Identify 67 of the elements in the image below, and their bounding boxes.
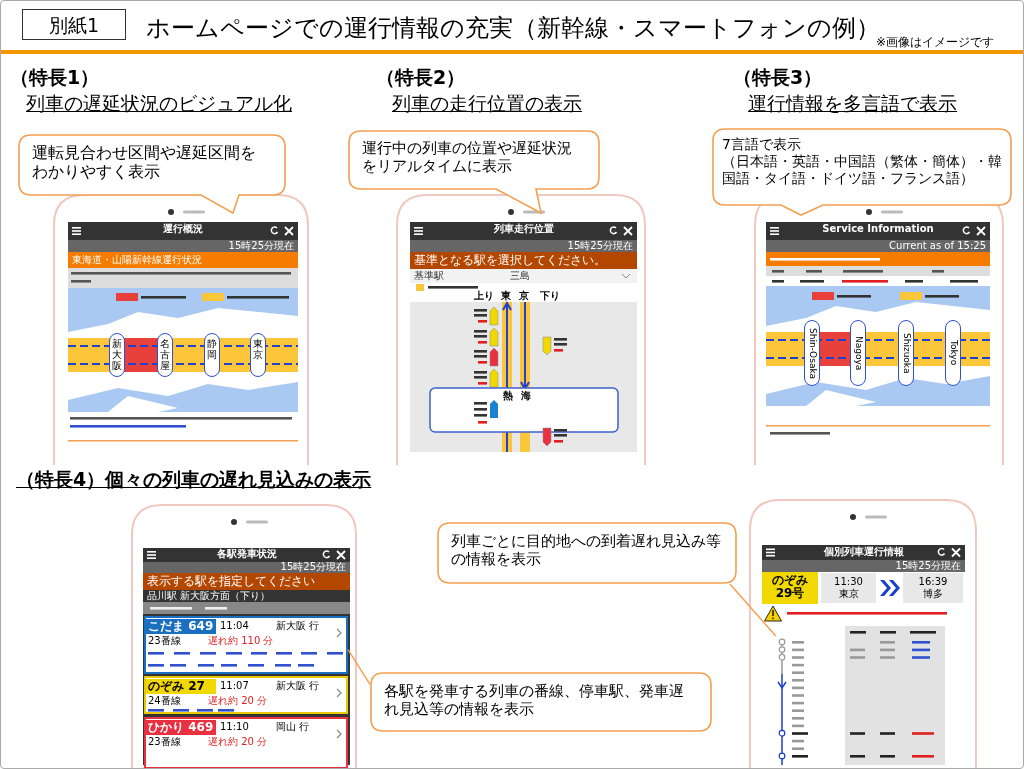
leader-line — [347, 649, 371, 685]
train-tag: ひかり 469 — [146, 720, 216, 735]
feature-heading: 列車の走行位置の表示 — [392, 92, 582, 115]
callout-text: 運行中の列車の位置や遅延状況をリアルタイムに表示 — [362, 139, 573, 175]
screen-title: 個別列車運行情報 — [822, 546, 905, 558]
screen-title: 各駅発車状況 — [215, 548, 278, 560]
feature-number: （特長2） — [376, 66, 466, 89]
notice-text: 表示する駅を指定してください — [147, 574, 315, 589]
timestamp: 15時25分現在 — [894, 560, 961, 572]
column-heading: 下り — [540, 290, 560, 302]
arrival-box: 16:39 博多 — [903, 573, 963, 603]
feature-number: （特長1） — [10, 66, 100, 89]
callout-text: 運転見合わせ区間や遅延区間をわかりやすく表示 — [32, 143, 257, 182]
station-name: 熱海 — [503, 390, 539, 402]
station-label: 東京 — [250, 333, 266, 377]
timestamp: Current as of 15:25 — [888, 240, 986, 252]
speech-bubble — [370, 672, 712, 732]
delay-text: 遅れ約 110 分 — [208, 635, 274, 647]
train-tag: のぞみ 29号 — [762, 572, 818, 604]
departure-time: 11:04 — [220, 620, 249, 632]
delay-text: 遅れ約 20 分 — [208, 736, 268, 748]
column-heading: 東京 — [501, 290, 537, 302]
screen-title: Service Information — [821, 223, 935, 235]
departure-box: 11:30 東京 — [821, 573, 876, 603]
departure-time: 11:10 — [220, 721, 249, 733]
timestamp: 15時25分現在 — [566, 240, 633, 252]
note-text: ※画像はイメージです — [876, 35, 995, 50]
notice-text: 基準となる駅を選択してください。 — [414, 253, 606, 268]
timestamp: 15時25分現在 — [279, 561, 346, 573]
attachment-tag: 別紙1 — [22, 9, 126, 40]
track-number: 23番線 — [148, 635, 181, 647]
route-line-drawing — [775, 636, 789, 765]
callout-text: 各駅を発車する列車の番線、停車駅、発車遅れ見込等の情報を表示 — [384, 682, 685, 718]
station-label: Shizuoka — [898, 320, 914, 386]
station-label: 新大阪 — [109, 333, 125, 377]
station-label: Shin-Osaka — [804, 320, 820, 386]
callout-text: （日本語・英語・中国語（繁体・簡体）・韓国語・タイ語・ドイツ語・フランス語） — [722, 152, 1002, 187]
track-number: 24番線 — [148, 695, 181, 707]
feature-heading: （特長4）個々の列車の遅れ見込みの表示 — [16, 468, 372, 491]
delay-text: 遅れ約 20 分 — [208, 695, 268, 707]
speech-bubble — [437, 522, 737, 584]
station-label: Tokyo — [945, 320, 961, 386]
callout-text: 列車ごとに目的地への到着遅れ見込み等の情報を表示 — [451, 532, 722, 568]
column-heading: 上り — [474, 290, 494, 302]
train-tag: のぞみ 27 — [146, 679, 216, 694]
feature-number: （特長3） — [733, 66, 823, 89]
notice-text: 東海道・山陽新幹線運行状況 — [72, 254, 202, 266]
destination-text: 新大阪 行 — [276, 620, 320, 632]
destination-text: 岡山 行 — [276, 721, 310, 733]
train-tag: こだま 649 — [146, 619, 216, 634]
speech-bubble — [18, 134, 286, 214]
field-label: 基準駅 — [414, 270, 444, 282]
speech-bubble — [348, 130, 600, 214]
feature-heading: 列車の遅延状況のビジュアル化 — [26, 92, 292, 115]
screen-title: 列車走行位置 — [492, 223, 555, 235]
station-label: Nagoya — [850, 320, 866, 386]
direction-text: 品川駅 新大阪方面（下り） — [147, 590, 271, 602]
track-number: 23番線 — [148, 736, 181, 748]
station-label: 名古屋 — [157, 333, 173, 377]
callout-text: 7言語で表示 — [722, 136, 802, 153]
leader-line — [729, 583, 777, 637]
timestamp: 15時25分現在 — [227, 240, 294, 252]
speech-bubble — [712, 128, 1012, 216]
departure-time: 11:07 — [220, 680, 249, 692]
screen-title: 運行概況 — [162, 223, 204, 235]
station-label: 静岡 — [204, 333, 220, 377]
field-value: 三島 — [510, 270, 530, 282]
